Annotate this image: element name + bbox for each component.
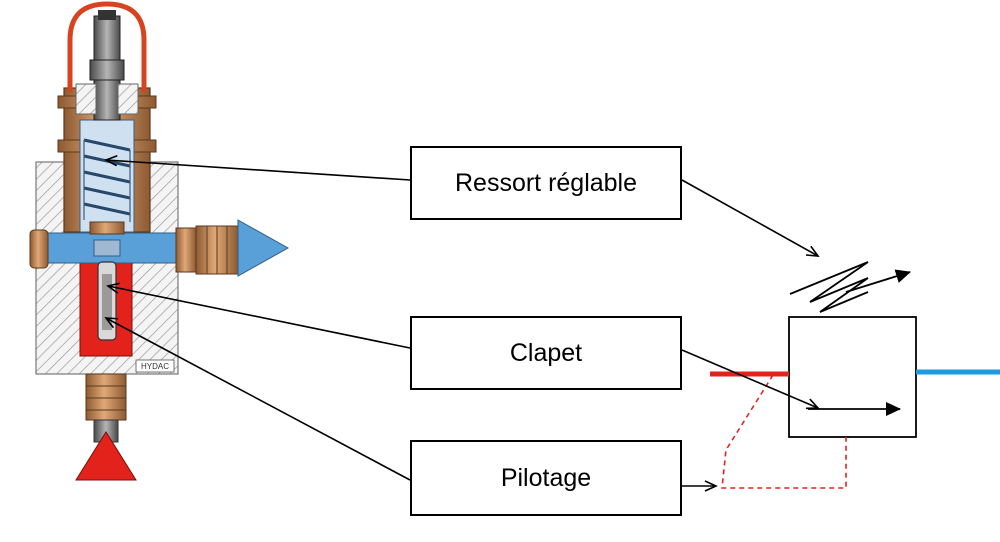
symbol-leader-lines: [681, 179, 820, 492]
valve-cross-section: HYDAC: [29, 1, 290, 481]
symbol-spring: [789, 261, 869, 313]
valve-poppet-housing: [93, 239, 121, 257]
seal-cap: [67, 1, 147, 92]
label-clapet: Clapet: [410, 316, 682, 390]
leader-clapet-symbol: [681, 349, 820, 410]
leader-clapet: [106, 282, 411, 349]
leader-ressort-symbol: [681, 179, 820, 257]
inlet-fitting: [85, 373, 127, 421]
outlet-fitting-nut: [175, 227, 197, 273]
spring-seat: [89, 221, 125, 235]
inlet-flow-arrow: [75, 431, 137, 481]
brand-nameplate: HYDAC: [141, 362, 169, 371]
leader-lines: [104, 154, 411, 481]
label-pilotage: Pilotage: [410, 440, 682, 516]
symbol-pilot-line: [721, 374, 847, 489]
outlet-flow-arrow: [237, 219, 290, 277]
leader-ressort: [104, 154, 411, 181]
relief-valve-symbol: [710, 261, 1000, 489]
label-ressort-reglable: Ressort réglable: [410, 146, 682, 220]
symbol-spring-adjust-arrow: [845, 269, 911, 293]
symbol-valve-square: [788, 316, 917, 438]
left-plug: [29, 229, 49, 269]
leader-pilotage: [104, 317, 411, 481]
